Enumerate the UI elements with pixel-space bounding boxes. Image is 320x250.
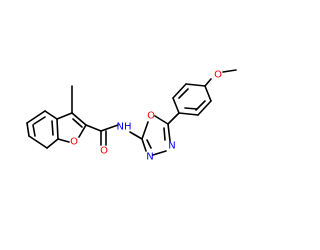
atom-labels: O O NH O N N O [70,70,222,163]
bond [167,123,171,142]
bond [46,138,59,149]
bond-double-inner [146,139,152,149]
bond-double-inner [33,116,46,125]
bond [44,110,58,120]
molecule-structure: O O NH O N N O [26,69,237,163]
atom-o-methoxy: O [214,70,222,81]
bond-double-inner [72,118,83,128]
bond [57,138,70,143]
bond [172,97,180,114]
furan-ring-bonds [56,112,87,143]
bond [185,83,206,87]
bond-amide-oxadiazole [129,131,143,140]
bond-double-inner [184,107,198,110]
bond [56,112,73,120]
bond-double-inner [178,88,189,99]
bond [28,135,48,149]
bond-aryl-methoxy [204,78,212,87]
bond-double-inner [51,120,54,136]
atom-n-oxadiazole-2: N [146,152,153,163]
bond [56,118,59,140]
bond [152,150,167,156]
bond [154,115,169,125]
benzene-ring-bonds [26,110,59,149]
atom-o-carbonyl: O [100,146,108,157]
bond [197,100,212,116]
bond [141,121,149,140]
atom-o-furan: O [70,137,78,148]
bond-double-inner [32,124,36,137]
oxadiazole-ring-bonds [141,115,171,156]
phenyl-ring-bonds [172,83,212,116]
atom-o-oxadiazole: O [147,111,155,122]
bond [141,138,147,152]
bond-oxadiazole-phenyl [167,112,180,125]
bond [204,85,212,102]
bond [78,124,87,138]
bond [172,83,187,99]
bond [178,112,199,116]
bond [71,112,87,126]
bond [26,122,30,137]
bond-methoxy-methyl [222,69,237,73]
atom-n-oxadiazole-1: N [168,141,175,152]
bond-to-amide [100,124,119,132]
bond-double-inner [163,127,166,141]
bond [26,110,46,124]
bond-to-carbonyl [85,124,102,132]
atom-n-amide: NH [117,122,132,133]
